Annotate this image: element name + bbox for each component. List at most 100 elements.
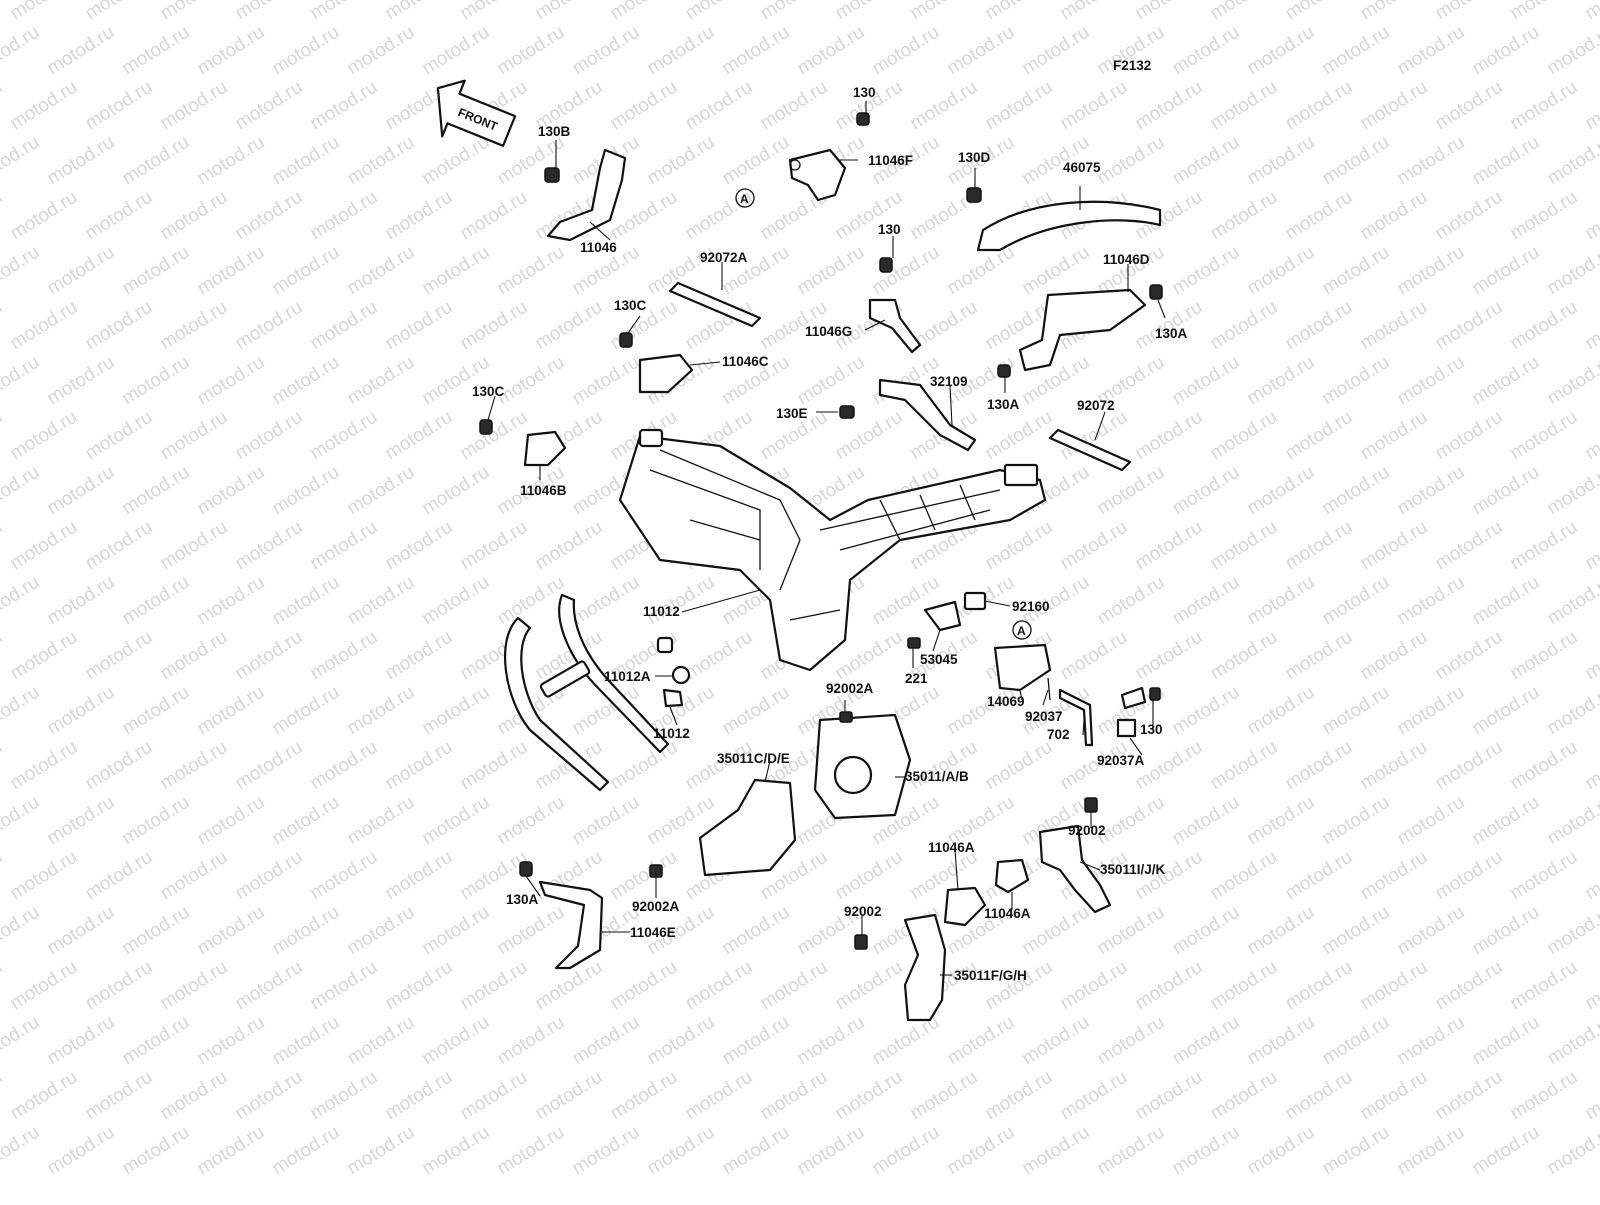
watermark-text: motod.ru bbox=[1507, 1067, 1582, 1125]
watermark-text: motod.ru bbox=[719, 22, 794, 80]
watermark-text: motod.ru bbox=[1394, 462, 1469, 520]
watermark-text: motod.ru bbox=[1319, 1012, 1394, 1070]
watermark-text: motod.ru bbox=[269, 352, 344, 410]
part-label: 92037A bbox=[1097, 753, 1145, 768]
watermark-text: motod.ru bbox=[7, 737, 82, 795]
watermark-text: motod.ru bbox=[1357, 187, 1432, 245]
part-label: 130B bbox=[538, 124, 571, 139]
watermark-text: motod.ru bbox=[644, 132, 719, 190]
watermark-text: motod.ru bbox=[232, 407, 307, 465]
part-label: 11046C bbox=[722, 354, 769, 369]
watermark-text: motod.ru bbox=[1507, 407, 1582, 465]
part-label: 32109 bbox=[930, 374, 968, 389]
watermark-text: motod.ru bbox=[982, 407, 1057, 465]
watermark-text: motod.ru bbox=[1282, 297, 1357, 355]
part-label: 130 bbox=[853, 85, 876, 100]
watermark-text: motod.ru bbox=[1357, 0, 1432, 24]
watermark-text: motod.ru bbox=[1469, 682, 1544, 740]
watermark-text: motod.ru bbox=[794, 22, 869, 80]
watermark-text: motod.ru bbox=[194, 352, 269, 410]
watermark-text: motod.ru bbox=[1244, 682, 1319, 740]
watermark-text: motod.ru bbox=[232, 957, 307, 1015]
watermark-text: motod.ru bbox=[1244, 902, 1319, 960]
bracket-11046G bbox=[868, 257, 922, 354]
watermark-text: motod.ru bbox=[1394, 1012, 1469, 1070]
watermark-text: motod.ru bbox=[119, 462, 194, 520]
watermark-text: motod.ru bbox=[1394, 572, 1469, 630]
watermark-text: motod.ru bbox=[1019, 22, 1094, 80]
bracket-11046C bbox=[619, 332, 694, 394]
part-label: 35011/A/B bbox=[905, 769, 969, 784]
watermark-text: motod.ru bbox=[1057, 627, 1132, 685]
watermark-text: motod.ru bbox=[1582, 0, 1600, 24]
part-14069 bbox=[993, 643, 1052, 692]
watermark-text: motod.ru bbox=[982, 1067, 1057, 1125]
watermark-text: motod.ru bbox=[644, 22, 719, 80]
watermark-text: motod.ru bbox=[494, 22, 569, 80]
part-label: 702 bbox=[1047, 727, 1070, 742]
watermark-text: motod.ru bbox=[832, 0, 907, 24]
watermark-text: motod.ru bbox=[307, 627, 382, 685]
watermark-text: motod.ru bbox=[344, 352, 419, 410]
watermark-text: motod.ru bbox=[644, 1012, 719, 1070]
watermark-text: motod.ru bbox=[1357, 627, 1432, 685]
watermark-text: motod.ru bbox=[382, 847, 457, 905]
watermark-text: motod.ru bbox=[1357, 847, 1432, 905]
watermark-text: motod.ru bbox=[382, 627, 457, 685]
watermark-text: motod.ru bbox=[682, 1067, 757, 1125]
watermark-text: motod.ru bbox=[1282, 0, 1357, 24]
watermark-text: motod.ru bbox=[1319, 572, 1394, 630]
watermark-text: motod.ru bbox=[907, 0, 982, 24]
watermark-text: motod.ru bbox=[0, 132, 43, 190]
watermark-text: motod.ru bbox=[569, 352, 644, 410]
watermark-text: motod.ru bbox=[119, 242, 194, 300]
watermark-text: motod.ru bbox=[82, 627, 157, 685]
watermark-text: motod.ru bbox=[382, 187, 457, 245]
watermark-text: motod.ru bbox=[119, 1012, 194, 1070]
watermark-text: motod.ru bbox=[307, 1067, 382, 1125]
watermark-text: motod.ru bbox=[644, 1122, 719, 1180]
watermark-text: motod.ru bbox=[1207, 77, 1282, 135]
watermark-text: motod.ru bbox=[382, 407, 457, 465]
watermark-text: motod.ru bbox=[307, 77, 382, 135]
watermark-text: motod.ru bbox=[794, 1012, 869, 1070]
part-label: 92002 bbox=[844, 904, 882, 919]
watermark-text: motod.ru bbox=[1469, 352, 1544, 410]
watermark-text: motod.ru bbox=[1544, 1122, 1600, 1180]
watermark-text: motod.ru bbox=[1019, 242, 1094, 300]
part-label: 11012A bbox=[604, 669, 651, 684]
watermark-text: motod.ru bbox=[82, 77, 157, 135]
watermark-text: motod.ru bbox=[1057, 0, 1132, 24]
watermark-text: motod.ru bbox=[1507, 627, 1582, 685]
watermark-text: motod.ru bbox=[1469, 902, 1544, 960]
watermark-text: motod.ru bbox=[232, 517, 307, 575]
watermark-text: motod.ru bbox=[157, 847, 232, 905]
watermark-text: motod.ru bbox=[1132, 77, 1207, 135]
watermark-text: motod.ru bbox=[194, 902, 269, 960]
watermark-text: motod.ru bbox=[1282, 1067, 1357, 1125]
watermark-text: motod.ru bbox=[7, 957, 82, 1015]
watermark-text: motod.ru bbox=[682, 627, 757, 685]
part-label: 11046 bbox=[580, 240, 617, 255]
watermark-text: motod.ru bbox=[44, 572, 119, 630]
watermark-text: motod.ru bbox=[307, 517, 382, 575]
part-label: 11046F bbox=[868, 153, 913, 168]
watermark-text: motod.ru bbox=[607, 0, 682, 24]
watermark-text: motod.ru bbox=[7, 0, 82, 24]
watermark-text: motod.ru bbox=[457, 297, 532, 355]
watermark-text: motod.ru bbox=[1319, 242, 1394, 300]
watermark-text: motod.ru bbox=[607, 847, 682, 905]
watermark-text: motod.ru bbox=[44, 462, 119, 520]
watermark-text: motod.ru bbox=[419, 132, 494, 190]
watermark-text: motod.ru bbox=[1244, 242, 1319, 300]
watermark-text: motod.ru bbox=[1544, 902, 1600, 960]
watermark-text: motod.ru bbox=[269, 242, 344, 300]
watermark-text: motod.ru bbox=[7, 297, 82, 355]
watermark-text: motod.ru bbox=[757, 957, 832, 1015]
part-label: 14069 bbox=[987, 694, 1025, 709]
watermark-text: motod.ru bbox=[344, 792, 419, 850]
watermark-text: motod.ru bbox=[7, 627, 82, 685]
watermark-text: motod.ru bbox=[457, 957, 532, 1015]
watermark-text: motod.ru bbox=[44, 792, 119, 850]
watermark-text: motod.ru bbox=[1282, 627, 1357, 685]
